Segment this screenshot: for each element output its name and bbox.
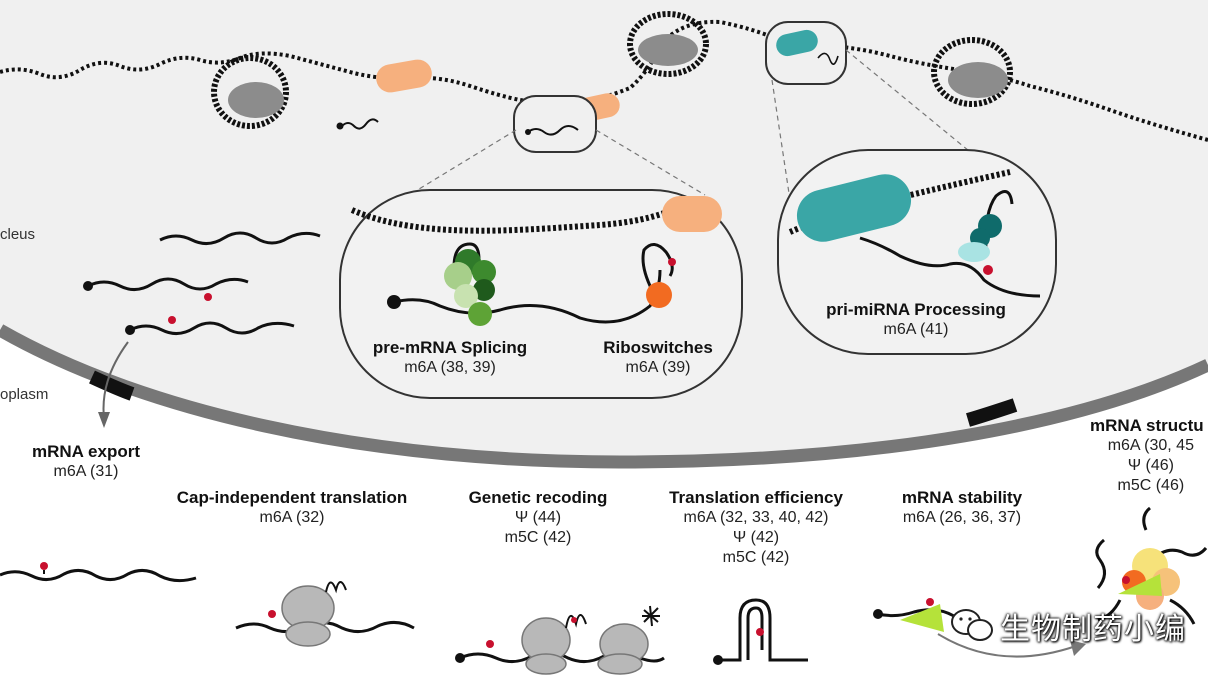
nuclear-m6a-mark-1 xyxy=(204,293,212,301)
riboswitches-title: Riboswitches xyxy=(603,338,713,357)
nucleosome-1 xyxy=(211,55,289,129)
label-mrna-structure: mRNA structu m6A (30, 45 Ψ (46) m5C (46) xyxy=(1090,416,1204,496)
panel-mirna-gene xyxy=(796,174,912,242)
zoom-box-splicing xyxy=(513,95,597,153)
pri-mirna xyxy=(859,236,1041,298)
structure-mark-m6a: m6A (30, 45 xyxy=(1107,437,1194,454)
nucleosome-2 xyxy=(627,11,709,77)
projection-lines xyxy=(359,49,981,226)
panel-splicing-riboswitch xyxy=(339,189,743,399)
mirna-mark: m6A (41) xyxy=(883,321,949,338)
label-mrna-export: mRNA export m6A (31) xyxy=(32,442,140,482)
cap-independent-m6a-mark xyxy=(40,562,48,570)
mirna-m6a-mark xyxy=(983,265,993,275)
watermark: 生物制药小编 xyxy=(944,604,1208,648)
transcript-cap xyxy=(336,122,344,130)
ribosome-scene-recoding xyxy=(455,605,665,675)
panel-splicing-mrna xyxy=(393,269,662,324)
riboswitch-m6a-mark xyxy=(668,258,676,266)
spliceosome xyxy=(444,249,496,326)
export-mark: m6A (31) xyxy=(53,463,119,480)
recoding-title: Genetic recoding xyxy=(468,488,608,507)
riboswitch-ligand xyxy=(646,282,672,308)
cap-independent-title: Cap-independent translation xyxy=(176,488,408,507)
efficiency-title: Translation efficiency xyxy=(669,488,843,507)
nuclear-pore-left xyxy=(89,370,135,401)
label-pri-mirna-processing: pri-miRNA Processing m6A (41) xyxy=(826,300,1006,340)
structure-title: mRNA structu xyxy=(1090,416,1204,435)
decay-scene-stability xyxy=(873,598,1086,658)
efficiency-mark-m5c: m5C (42) xyxy=(722,549,790,566)
panel-splicing-gene xyxy=(662,196,722,232)
label-riboswitches: Riboswitches m6A (39) xyxy=(603,338,713,378)
label-cap-independent-translation: Cap-independent translation m6A (32) xyxy=(177,488,407,528)
label-pre-mrna-splicing: pre-mRNA Splicing m6A (38, 39) xyxy=(373,338,527,378)
riboswitches-mark: m6A (39) xyxy=(625,359,691,376)
mirna-title: pri-miRNA Processing xyxy=(826,300,1006,319)
nuclear-m6a-mark-2 xyxy=(168,316,176,324)
recoding-mark-m5c: m5C (42) xyxy=(504,529,572,546)
structure-scene xyxy=(1095,506,1208,625)
panel-splicing-cap xyxy=(387,295,401,309)
nascent-transcript xyxy=(341,118,379,130)
gene-peach-1 xyxy=(376,59,432,93)
efficiency-mark-m6a: m6A (32, 33, 40, 42) xyxy=(683,509,829,526)
zoom-box-mirna-gene xyxy=(776,29,818,57)
cytoplasm-label: oplasm xyxy=(0,386,49,403)
splicing-title: pre-mRNA Splicing xyxy=(372,338,528,357)
structure-mark-psi: Ψ (46) xyxy=(1127,457,1174,474)
export-title: mRNA export xyxy=(32,442,140,461)
structure-mark-m5c: m5C (46) xyxy=(1117,477,1185,494)
efficiency-mark-psi: Ψ (42) xyxy=(732,529,780,546)
label-genetic-recoding: Genetic recoding Ψ (44) m5C (42) xyxy=(469,488,608,548)
export-arrow xyxy=(102,341,129,419)
zoom-box-splicing-rna xyxy=(527,125,579,136)
splicing-mark: m6A (38, 39) xyxy=(404,359,496,376)
cap-independent-mrna xyxy=(0,569,197,583)
recoding-mark-psi: Ψ (44) xyxy=(514,509,562,526)
ribosome-scene-cap-independent xyxy=(235,581,415,647)
label-mrna-stability: mRNA stability m6A (26, 36, 37) xyxy=(902,488,1022,528)
label-translation-efficiency: Translation efficiency m6A (32, 33, 40, … xyxy=(669,488,843,568)
stability-title: mRNA stability xyxy=(901,488,1023,507)
hairpin-scene-efficiency xyxy=(713,598,808,665)
cap-independent-mark: m6A (32) xyxy=(259,509,325,526)
microprocessor-light xyxy=(958,242,990,262)
nuclear-transcripts xyxy=(87,231,321,335)
watermark-text: 生物制药小编 xyxy=(1000,612,1186,647)
stability-mark: m6A (26, 36, 37) xyxy=(902,509,1022,526)
wechat-icon xyxy=(951,609,993,641)
nucleus-label: cleus xyxy=(0,226,36,243)
nucleosome-3 xyxy=(931,37,1013,107)
nuclear-envelope xyxy=(0,324,1208,469)
nuclear-pore-right xyxy=(966,398,1018,427)
